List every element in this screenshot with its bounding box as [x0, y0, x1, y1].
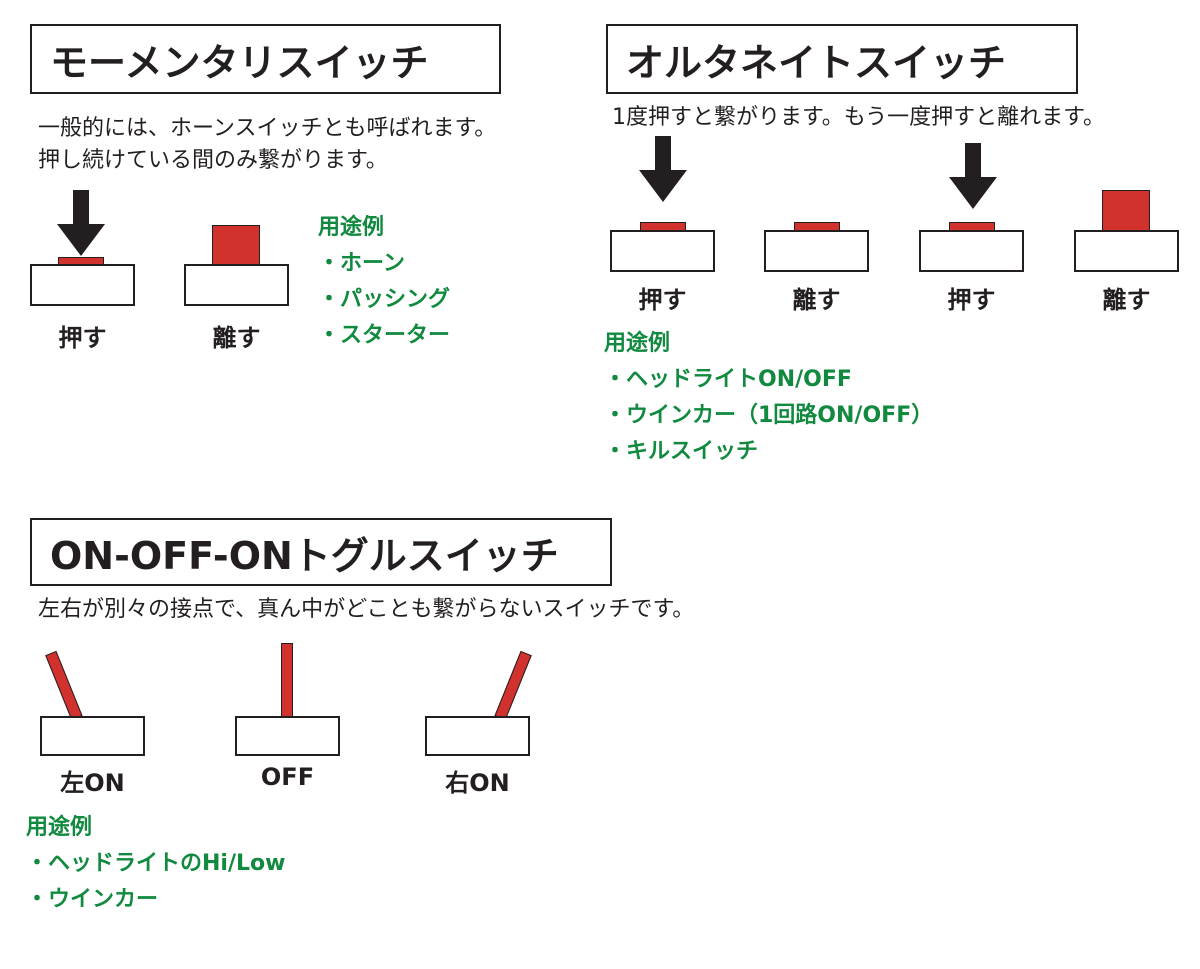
momentary-title-text: モーメンタリスイッチ	[50, 40, 429, 85]
toggle-state-left: 左ON	[60, 769, 125, 797]
toggle-switch-base-left	[40, 716, 145, 756]
momentary-title: モーメンタリスイッチ	[30, 24, 501, 94]
alternate-button-4	[1102, 190, 1150, 232]
alternate-use-3: ・キルスイッチ	[604, 439, 759, 464]
momentary-desc-line-2: 押し続けている間のみ繋がります。	[38, 148, 388, 173]
momentary-use-1: ・ホーン	[318, 251, 405, 276]
alternate-state-4: 離す	[1102, 286, 1151, 314]
down-arrow-icon	[57, 190, 105, 256]
alternate-state-2: 離す	[792, 286, 841, 314]
toggle-lever-right	[494, 650, 532, 721]
down-arrow-icon	[949, 143, 997, 209]
alternate-use-2: ・ウインカー（1回路ON/OFF）	[604, 403, 934, 428]
alternate-switch-base-2	[764, 230, 869, 272]
toggle-state-center: OFF	[260, 763, 315, 791]
toggle-desc: 左右が別々の接点で、真ん中がどことも繋がらないスイッチです。	[38, 597, 695, 622]
momentary-uses: 用途例 ・ホーン ・パッシング ・スターター	[318, 210, 450, 354]
toggle-lever-center	[281, 643, 293, 718]
alternate-state-1: 押す	[638, 286, 687, 314]
toggle-lever-left	[45, 650, 83, 721]
alternate-state-3: 押す	[947, 286, 996, 314]
momentary-state-release: 離す	[212, 324, 261, 352]
alternate-switch-base-1	[610, 230, 715, 272]
toggle-switch-base-center	[235, 716, 340, 756]
toggle-uses-heading: 用途例	[26, 815, 93, 840]
alternate-title-text: オルタネイトスイッチ	[626, 40, 1007, 85]
down-arrow-icon	[639, 136, 687, 202]
momentary-button-released	[212, 225, 260, 265]
alternate-use-1: ・ヘッドライトON/OFF	[604, 367, 852, 392]
toggle-switch-base-right	[425, 716, 530, 756]
toggle-title-text: ON-OFF-ONトグルスイッチ	[50, 533, 559, 578]
momentary-switch-base-1	[30, 264, 135, 306]
momentary-desc-line-1: 一般的には、ホーンスイッチとも呼ばれます。	[38, 116, 497, 141]
toggle-use-2: ・ウインカー	[26, 887, 159, 912]
toggle-uses: 用途例 ・ヘッドライトのHi/Low ・ウインカー	[26, 810, 285, 918]
momentary-state-push: 押す	[58, 324, 107, 352]
momentary-desc: 一般的には、ホーンスイッチとも呼ばれます。 押し続けている間のみ繋がります。	[38, 113, 496, 177]
toggle-use-1: ・ヘッドライトのHi/Low	[26, 851, 286, 876]
alternate-title: オルタネイトスイッチ	[606, 24, 1078, 94]
momentary-use-2: ・パッシング	[318, 287, 451, 312]
alternate-switch-base-3	[919, 230, 1024, 272]
momentary-use-3: ・スターター	[318, 323, 451, 348]
alternate-uses: 用途例 ・ヘッドライトON/OFF ・ウインカー（1回路ON/OFF） ・キルス…	[604, 326, 933, 470]
alternate-switch-base-4	[1074, 230, 1179, 272]
momentary-uses-heading: 用途例	[318, 215, 385, 240]
toggle-state-right: 右ON	[445, 769, 510, 797]
alternate-uses-heading: 用途例	[604, 331, 671, 356]
momentary-switch-base-2	[184, 264, 289, 306]
alternate-desc: 1度押すと繋がります。もう一度押すと離れます。	[612, 105, 1105, 130]
toggle-title: ON-OFF-ONトグルスイッチ	[30, 518, 612, 586]
